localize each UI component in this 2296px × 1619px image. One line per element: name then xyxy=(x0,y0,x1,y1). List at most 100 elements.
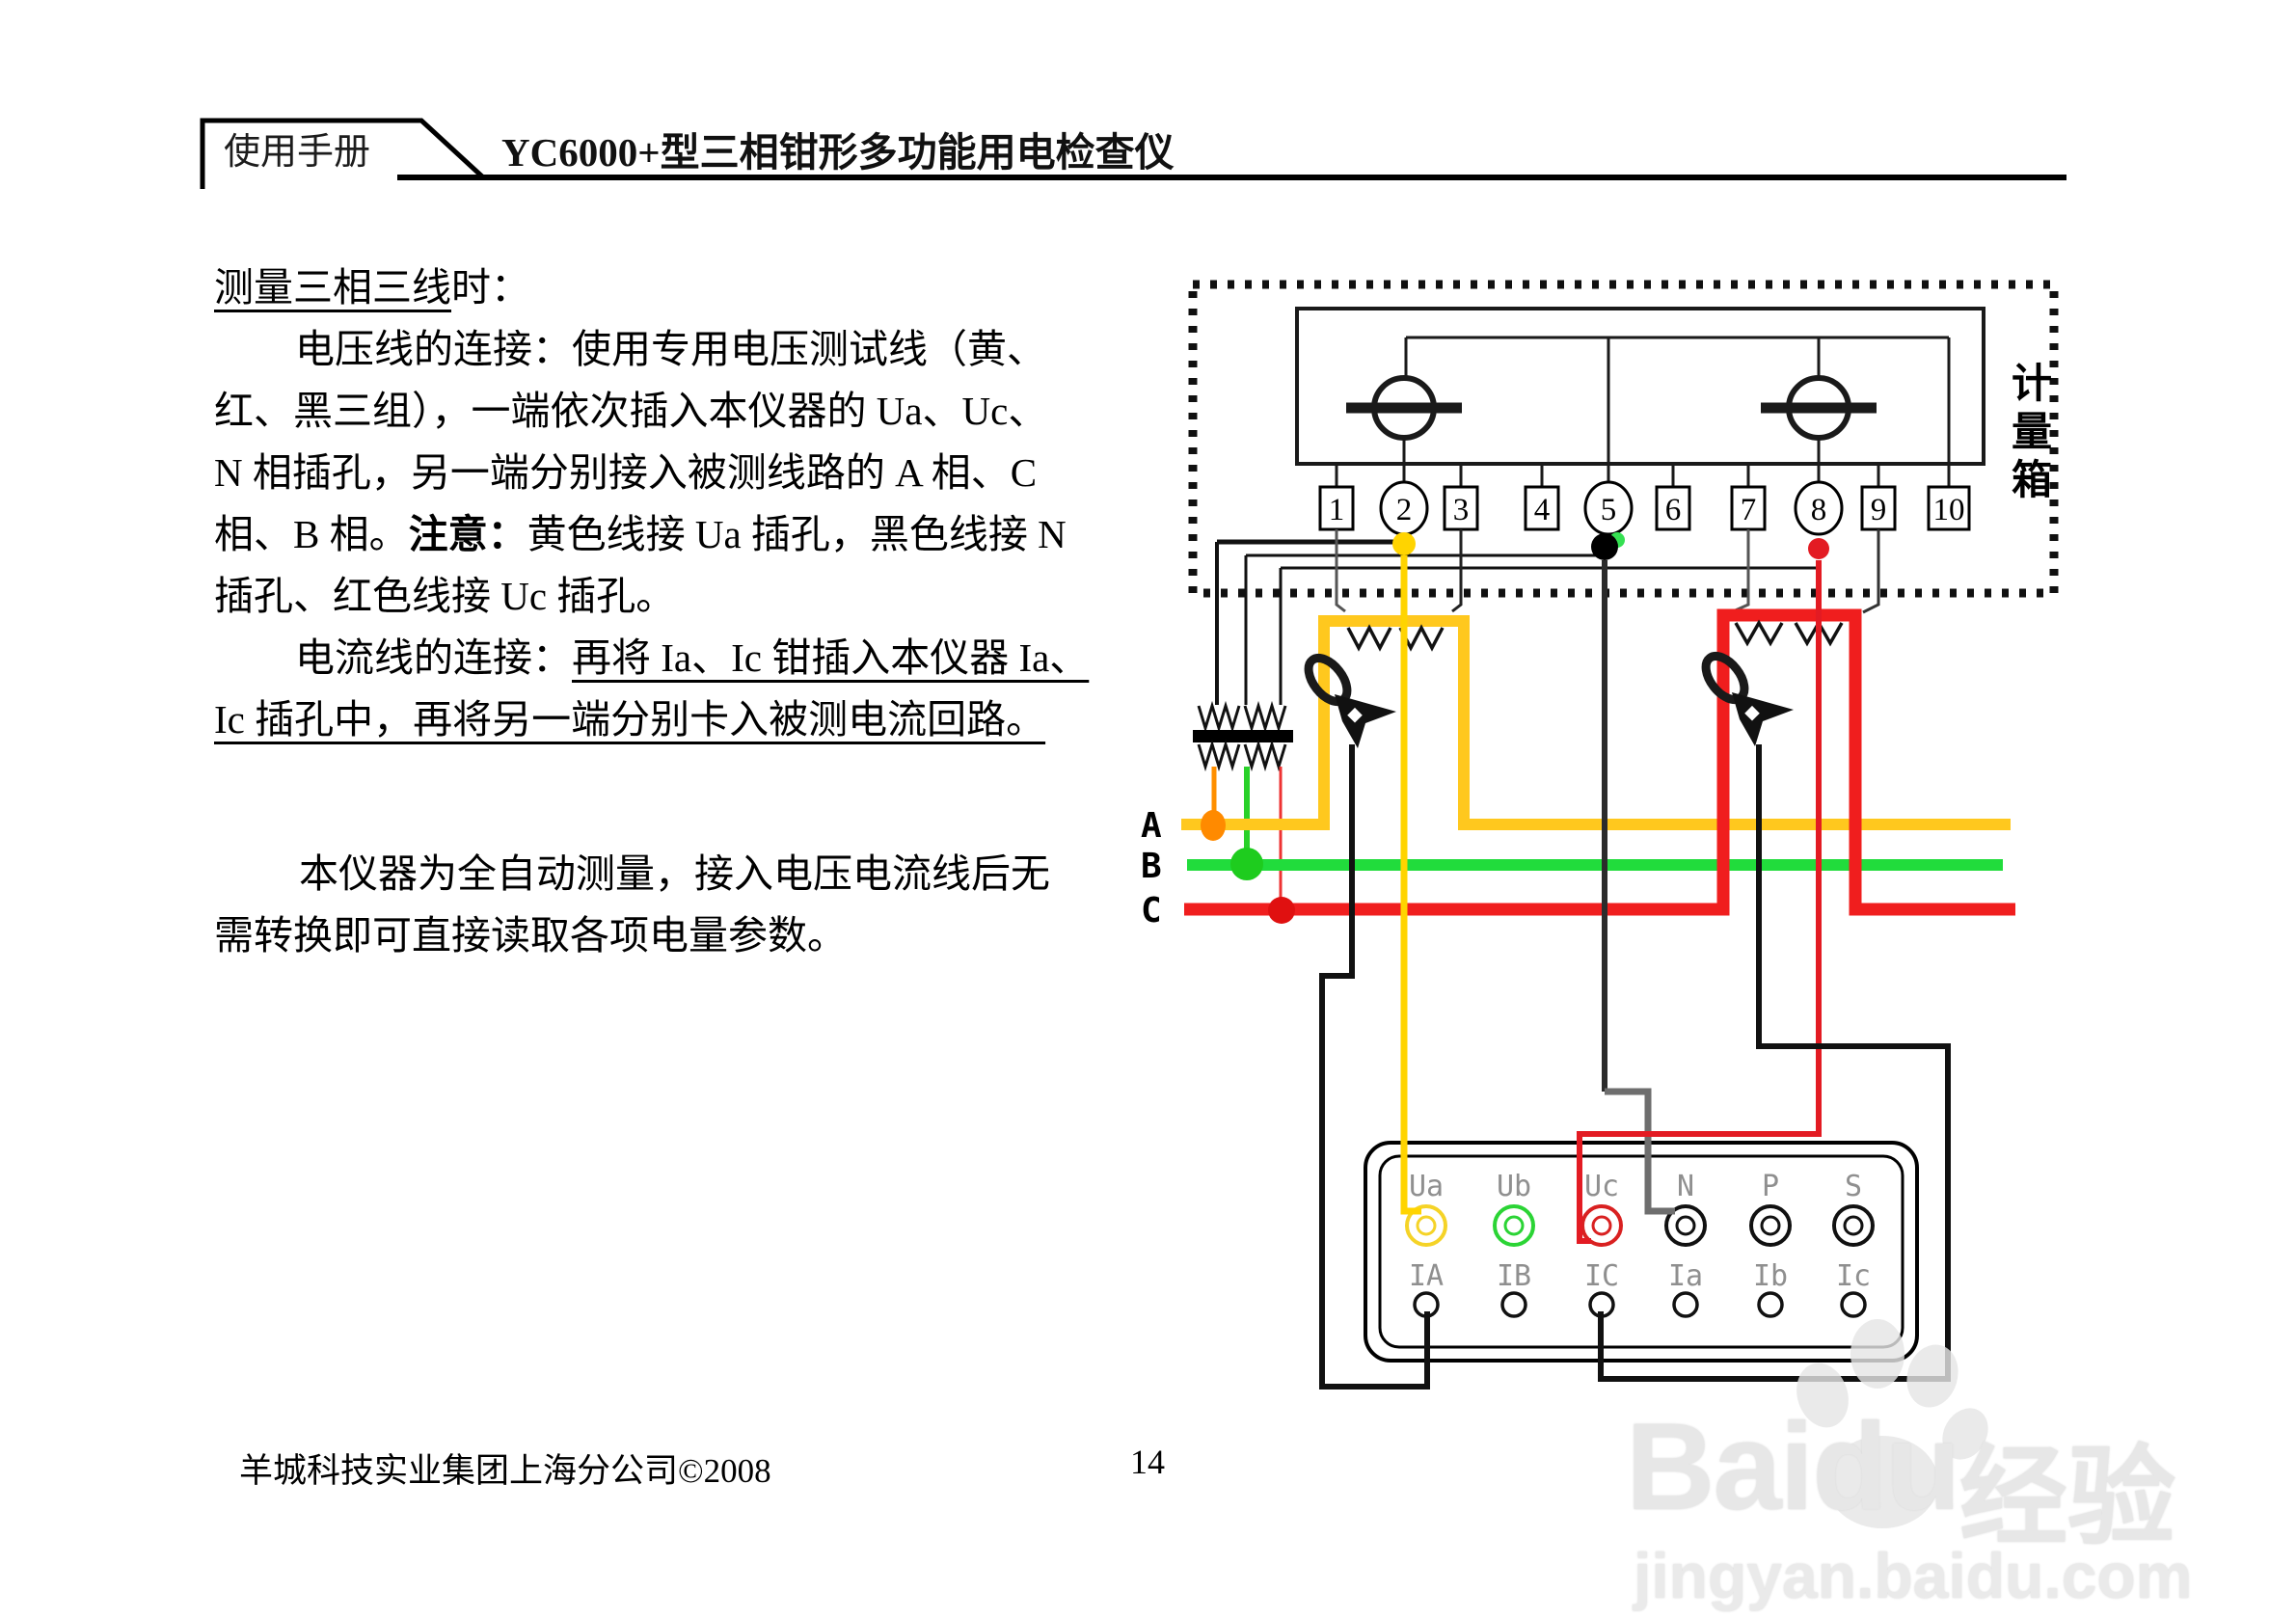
text-line: 电流线的连接：再将 Ia、Ic 钳插入本仪器 Ia、 xyxy=(295,635,1090,680)
jack-ib-cap xyxy=(1500,1291,1527,1318)
voltage-jacks xyxy=(1405,1204,1875,1247)
page-number: 14 xyxy=(1130,1443,1165,1481)
yellow-lead-ua xyxy=(1400,555,1421,1215)
clamp-cable-ia xyxy=(1319,744,1430,1390)
heading-rest: 时： xyxy=(451,265,530,310)
terminal-8 xyxy=(1794,480,1844,536)
clamp-button xyxy=(1744,705,1760,721)
page-header: 使用手册 YC6000+型三相钳形多功能用电检查仪 xyxy=(200,118,2066,189)
phase-lines xyxy=(1181,608,2015,916)
svg-text:6: 6 xyxy=(1665,493,1682,527)
header-tab-label: 使用手册 xyxy=(224,132,370,173)
red-lead-uc xyxy=(1577,560,1822,1244)
svg-text:8: 8 xyxy=(1811,493,1827,527)
metering-box-label: 量 xyxy=(2012,409,2052,454)
current-clamp-icon-c xyxy=(1701,652,1794,746)
page-title: YC6000+型三相钳形多功能用电检查仪 xyxy=(501,130,1175,175)
svg-text:7: 7 xyxy=(1741,493,1757,527)
svg-text:1: 1 xyxy=(1329,493,1345,527)
svg-text:4: 4 xyxy=(1534,493,1551,527)
watermark-brand-cn: 经验 xyxy=(1959,1437,2175,1557)
junction-dot-red xyxy=(1808,538,1829,559)
label-ib-cap: IB xyxy=(1497,1259,1531,1293)
winding-icon xyxy=(1346,624,1445,652)
jack-s xyxy=(1843,1215,1864,1236)
baidu-paw-icon xyxy=(1786,1275,1988,1545)
label-ia-cap: IA xyxy=(1409,1259,1444,1293)
text-line: 测量三相三线时： xyxy=(214,256,1020,318)
jack-ib xyxy=(1757,1291,1784,1318)
svg-text:10: 10 xyxy=(1933,493,1965,527)
heading-underlined: 测量三相三线 xyxy=(214,265,451,310)
jack-ic xyxy=(1840,1291,1867,1318)
text-line: 本仪器为全自动测量，接入电压电流线后无 xyxy=(299,851,1050,896)
label-ic-cap: IC xyxy=(1584,1259,1619,1293)
phase-a-label: A xyxy=(1141,806,1162,846)
winding-icon xyxy=(1197,739,1287,772)
metering-box-label: 计 xyxy=(2012,361,2052,406)
metering-box-label: 箱 xyxy=(2012,457,2052,502)
text-line: 电压线的连接：使用专用电压测试线（黄、 xyxy=(295,327,1046,371)
gray-lead-n-lower xyxy=(1605,1088,1675,1215)
metering-box: 计 量 箱 xyxy=(1188,280,2059,598)
winding-icon xyxy=(1197,700,1287,734)
terminal-10 xyxy=(1927,485,1971,531)
label-ic: Ic xyxy=(1836,1259,1871,1293)
test-leads xyxy=(1319,555,1951,1390)
voltage-transformer-block xyxy=(1193,700,1293,904)
clamp-cable-ic xyxy=(1598,744,1951,1382)
core-bar xyxy=(1193,730,1293,742)
phase-c-line xyxy=(1184,608,2015,916)
svg-text:9: 9 xyxy=(1871,493,1887,527)
terminal-strip: 1 2 3 4 5 6 7 8 9 10 xyxy=(1318,480,1971,536)
voltage-tap-wiring xyxy=(1215,529,1880,705)
label-uc: Uc xyxy=(1584,1170,1619,1203)
terminal-4 xyxy=(1524,485,1560,531)
junction-dot-yellow xyxy=(1392,532,1416,555)
svg-text:3: 3 xyxy=(1453,493,1470,527)
metering-box-border xyxy=(1188,280,2059,598)
label-ib: Ib xyxy=(1753,1259,1788,1293)
junction-dot-black xyxy=(1591,533,1618,560)
phase-c-label: C xyxy=(1141,891,1162,931)
phase-c-tap-dot xyxy=(1268,897,1295,924)
current-jacks xyxy=(1413,1291,1867,1318)
phase-b-label: B xyxy=(1141,847,1162,886)
footer-company: 羊城科技实业集团上海分公司©2008 xyxy=(239,1452,771,1490)
text-line: 红、黑三组），一端依次插入本仪器的 Ua、Uc、 xyxy=(214,389,1048,433)
jack-ia xyxy=(1672,1291,1699,1318)
instrument-panel: Ua Ub Uc N P S IA IB IC Ia Ib Ic xyxy=(1364,1141,1919,1363)
svg-text:5: 5 xyxy=(1601,493,1617,527)
svg-text:2: 2 xyxy=(1396,493,1413,527)
jack-ub xyxy=(1503,1215,1525,1236)
clamp-body xyxy=(1732,692,1794,746)
phase-a-line xyxy=(1181,615,2011,830)
label-p: P xyxy=(1762,1170,1779,1203)
label-ua: Ua xyxy=(1409,1170,1444,1203)
watermark-brand-latin: Baidu xyxy=(1626,1398,1961,1536)
jack-uc xyxy=(1591,1215,1612,1236)
clamp-body xyxy=(1335,694,1396,748)
header-tab-outline xyxy=(200,118,484,189)
terminal-6 xyxy=(1655,485,1691,531)
phase-a-tap-dot xyxy=(1201,810,1226,841)
meter-frame xyxy=(1295,307,1985,466)
text-line: Ic 插孔中，再将另一端分别卡入被测电流回路。 xyxy=(214,697,1046,742)
current-clamp-icon-a xyxy=(1304,654,1396,748)
jack-p xyxy=(1760,1215,1781,1236)
body-text: 测量三相三线时： 电压线的连接：使用专用电压测试线（黄、 红、黑三组），一端依次… xyxy=(214,256,1090,966)
terminal-1 xyxy=(1318,485,1355,531)
terminal-9 xyxy=(1860,485,1897,531)
label-ub: Ub xyxy=(1497,1170,1531,1203)
phase-b-tap-dot xyxy=(1230,848,1263,880)
notice-label: 注意： xyxy=(408,512,527,556)
text-line: 相、B 相。注意：黄色线接 Ua 插孔，黑色线接 N xyxy=(214,512,1067,556)
label-n: N xyxy=(1677,1170,1694,1203)
panel-inner-border xyxy=(1378,1154,1904,1349)
jack-ua xyxy=(1416,1215,1437,1236)
label-ia: Ia xyxy=(1668,1259,1703,1293)
jack-n xyxy=(1675,1215,1696,1236)
watermark-url: jingyan.baidu.com xyxy=(1634,1540,2193,1611)
